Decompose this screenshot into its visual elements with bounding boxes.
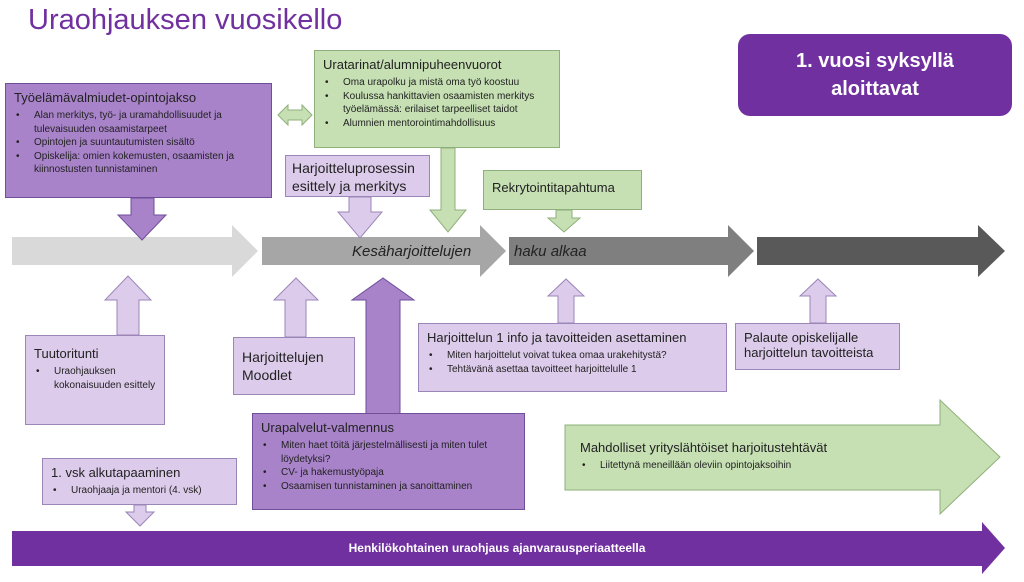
palaute-box: Palaute opiskelijalle harjoittelun tavoi… (735, 323, 900, 370)
tyoelama-box: Työelämävalmiudet-opintojakso Alan merki… (5, 83, 272, 198)
arrow-down-prosessi (336, 196, 384, 239)
arrow-bottom (12, 522, 1005, 574)
page-title: Uraohjauksen vuosikello (28, 4, 343, 36)
list-item: Miten harjoittelut voivat tukea omaa ura… (427, 349, 718, 363)
arrow-up-urapalvelut (350, 277, 416, 415)
mahdolliset-content: Mahdolliset yrityslähtöiset harjoitusteh… (580, 440, 940, 473)
rekry-box: Rekrytointitapahtuma (483, 170, 642, 210)
timeline-label-right: haku alkaa (514, 243, 587, 260)
alku-box: 1. vsk alkutapaaminen Uraohjaaja ja ment… (42, 458, 237, 505)
double-arrow (277, 103, 313, 127)
uratarinat-box: Uratarinat/alumnipuheenvuorot Oma urapol… (314, 50, 560, 148)
timeline (12, 225, 1005, 277)
box-title: Harjoittelun 1 info ja tavoitteiden aset… (427, 330, 687, 345)
list-item: Osaamisen tunnistaminen ja sanoittaminen (261, 480, 516, 494)
list-item: Alan merkitys, työ- ja uramahdollisuudet… (14, 109, 263, 136)
box-title: Työelämävalmiudet-opintojakso (14, 90, 197, 105)
box-title: 1. vsk alkutapaaminen (51, 465, 181, 480)
bottom-arrow-label: Henkilökohtainen uraohjaus ajanvarausper… (348, 541, 646, 555)
info-box: Harjoittelun 1 info ja tavoitteiden aset… (418, 323, 727, 392)
list-item: Uraohjaaja ja mentori (4. vsk) (51, 484, 228, 498)
timeline-segment-1 (12, 225, 258, 277)
urapalvelut-box: Urapalvelut-valmennus Miten haet töitä j… (252, 413, 525, 510)
arrow-down-rekry (546, 209, 582, 233)
list-item: Koulussa hankittavien osaamisten merkity… (323, 90, 551, 117)
timeline-segment-2 (262, 225, 506, 277)
list-item: Alumnien mentorointimahdollisuus (323, 117, 551, 131)
arrow-mahdolliset (564, 398, 1001, 516)
arrow-up-palaute (798, 278, 838, 324)
timeline-segment-4 (757, 225, 1005, 277)
list-item: Miten haet töitä järjestelmällisesti ja … (261, 439, 516, 466)
box-title: Mahdolliset yrityslähtöiset harjoitusteh… (580, 440, 828, 455)
moodlet-box: Harjoittelujen Moodlet (233, 337, 355, 395)
prosessi-box: Harjoitteluprosessin esittely ja merkity… (285, 155, 430, 197)
box-title: Tuutoritunti (34, 346, 99, 361)
list-item: Opiskelija: omien kokemusten, osaamisten… (14, 150, 263, 177)
list-item: Oma urapolku ja mistä oma työ koostuu (323, 76, 551, 90)
arrow-down-tyoelama (116, 197, 168, 241)
arrow-down-uratarinat (428, 147, 468, 233)
arrow-up-info (546, 278, 586, 324)
list-item: Tehtävänä asettaa tavoitteet harjoittelu… (427, 363, 718, 377)
list-item: Opintojen ja suuntautumisten sisältö (14, 136, 263, 150)
timeline-segment-3 (509, 225, 754, 277)
arrow-down-alku (124, 504, 156, 527)
tuutori-box: Tuutoritunti Uraohjauksen kokonaisuuden … (25, 335, 165, 425)
arrow-up-moodlet (272, 277, 320, 338)
timeline-label-left: Kesäharjoittelujen (352, 243, 472, 260)
list-item: CV- ja hakemustyöpaja (261, 466, 516, 480)
list-item: Liitettynä meneillään oleviin opintojaks… (580, 459, 940, 473)
box-title: Uratarinat/alumnipuheenvuorot (323, 57, 502, 72)
arrow-up-tuutori (103, 275, 153, 336)
year-badge-text: 1. vuosi syksyllä aloittavat (796, 50, 954, 100)
box-title: Urapalvelut-valmennus (261, 420, 394, 435)
year-badge: 1. vuosi syksyllä aloittavat (738, 34, 1012, 116)
list-item: Uraohjauksen kokonaisuuden esittely (34, 365, 156, 392)
